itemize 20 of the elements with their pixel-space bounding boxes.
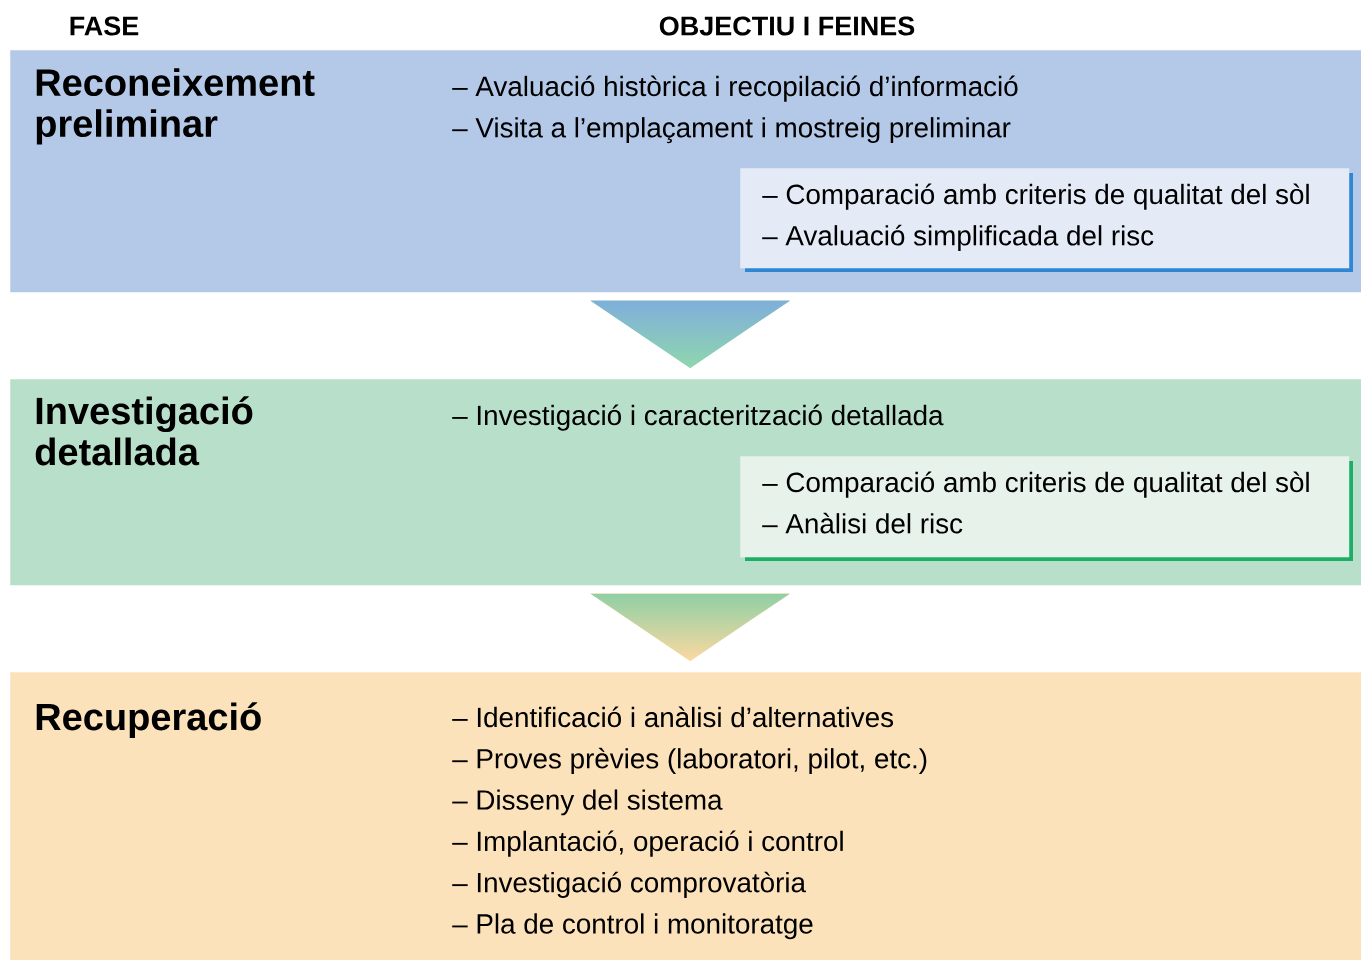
- task-item: – Proves prèvies (laboratori, pilot, etc.): [452, 747, 927, 775]
- task-item: – Implantació, operació i control: [452, 830, 843, 857]
- task-item: – Avaluació històrica i recopilació d’informació: [452, 75, 1018, 102]
- task-item: – Comparació amb criteris de qualitat del sòl: [762, 471, 1309, 498]
- phase-title: Investigació detallada: [35, 396, 253, 466]
- task-item: – Pla de control i monitoratge: [452, 913, 813, 940]
- chevron-arrow: [590, 593, 791, 661]
- task-item: – Avaluació simplificada del risc: [762, 224, 1154, 252]
- column-header: OBJECTIU I FEINES: [659, 16, 915, 36]
- task-item: – Anàlisi del risc: [762, 512, 963, 534]
- phase-title: Recuperació: [36, 702, 261, 738]
- phase-title: Reconeixement preliminar: [36, 68, 315, 145]
- chevron-arrow: [590, 300, 791, 368]
- task-item: – Investigació comprovatòria: [452, 871, 806, 898]
- task-item: – Investigació i caracterització detallada: [452, 404, 944, 431]
- column-header: FASE: [70, 16, 139, 36]
- task-item: – Identificació i anàlisi d’alternatives: [452, 706, 894, 728]
- task-item: – Disseny del sistema: [452, 789, 723, 816]
- task-item: – Visita a l’emplaçament i mostreig preliminar: [452, 117, 1011, 144]
- task-item: – Comparació amb criteris de qualitat del sòl: [762, 183, 1309, 210]
